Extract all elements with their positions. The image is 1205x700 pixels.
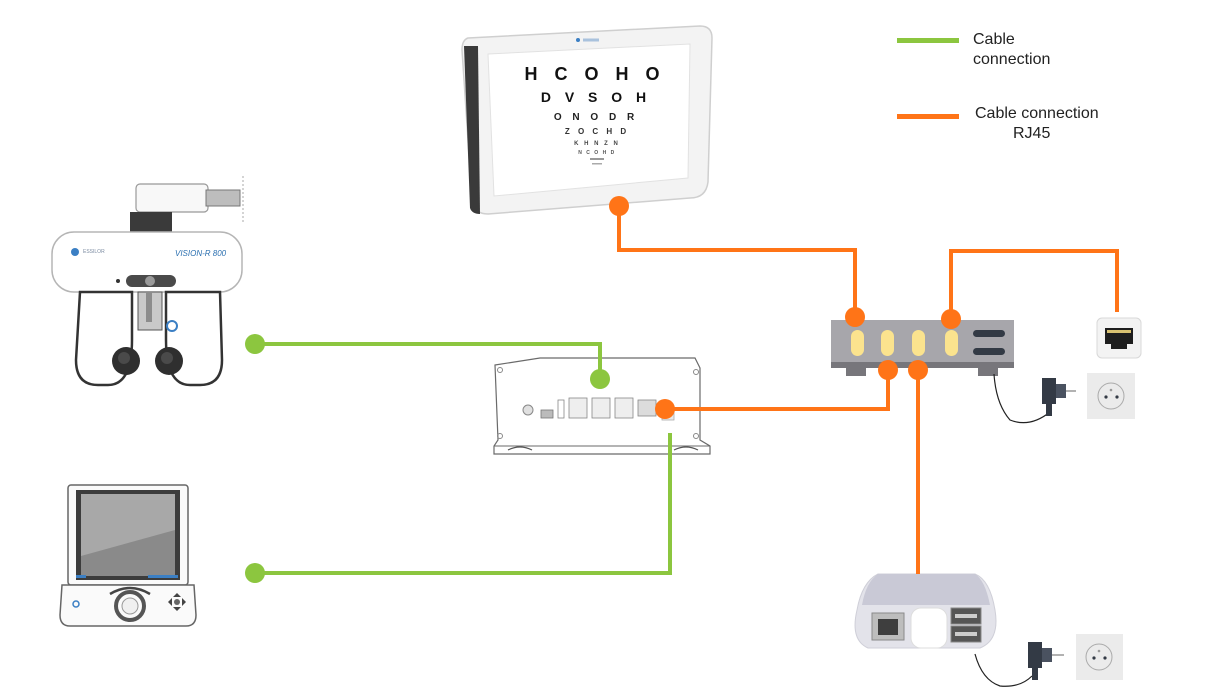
dpad-left-icon xyxy=(168,598,172,606)
eye-chart-monitor: H C O H O D V S O H O N O D R Z O C H D … xyxy=(461,25,713,215)
switch-port-led xyxy=(945,330,958,356)
legend-label-cable: Cable connection xyxy=(973,30,1050,70)
eye-chart-row: Z O C H D xyxy=(565,127,629,136)
switch-power-outlet xyxy=(1087,373,1135,419)
connector-dot xyxy=(655,399,675,419)
legend-swatch-rj45 xyxy=(897,114,959,119)
phoropter-brand: ESSILOR xyxy=(83,249,105,255)
switch-port-led xyxy=(881,330,894,356)
connector-dot xyxy=(245,563,265,583)
dpad-down-icon xyxy=(173,607,181,611)
switch-power-adapter xyxy=(993,373,1076,424)
cable-switch-to-mini-pc xyxy=(908,360,928,574)
mini-pc-power-outlet xyxy=(1076,634,1123,680)
cable-phoropter-to-control-box xyxy=(245,334,610,389)
cable-control-box-to-switch xyxy=(655,360,898,419)
visionix-logo-icon xyxy=(166,320,178,332)
eye-chart-row: K H N Z N xyxy=(574,141,620,147)
phoropter-model: VISION-R 800 xyxy=(175,249,227,258)
power-button-icon xyxy=(522,404,534,416)
mini-pc-power-adapter xyxy=(974,642,1064,687)
legend-label-rj45-line2: RJ45 xyxy=(1013,125,1051,142)
cable-tablet-to-control-box xyxy=(245,433,672,583)
legend-label-cable-line1: Cable xyxy=(973,31,1015,48)
eye-chart-row: D V S O H xyxy=(541,89,651,105)
eye-chart-row: H C O H O xyxy=(524,64,665,84)
connector-dot xyxy=(908,360,928,380)
connector-dot xyxy=(845,307,865,327)
connector-dot xyxy=(609,196,629,216)
switch-port-led xyxy=(851,330,864,356)
cable-monitor-to-switch xyxy=(609,196,865,327)
eye-chart-row: O N O D R xyxy=(554,112,638,123)
phoropter: ESSILOR VISION-R 800 xyxy=(51,176,244,387)
connector-dot xyxy=(941,309,961,329)
control-tablet xyxy=(59,484,197,627)
connector-dot xyxy=(245,334,265,354)
legend-label-cable-line2: connection xyxy=(973,51,1051,68)
legend-label-rj45: Cable connection RJ45 xyxy=(975,104,1099,144)
eye-chart-row: N C O H D xyxy=(578,150,615,156)
rj45-port-icon xyxy=(637,399,657,417)
legend-swatch-cable xyxy=(897,38,959,43)
switch-port-led xyxy=(912,330,925,356)
mini-pc xyxy=(854,573,997,649)
brand-logo-icon xyxy=(576,38,580,42)
cable-switch-to-wall-rj45 xyxy=(941,249,1119,329)
legend-label-rj45-line1: Cable connection xyxy=(975,105,1099,122)
essilor-logo-icon xyxy=(71,248,79,256)
wall-rj45-socket xyxy=(1096,317,1142,359)
dpad-right-icon xyxy=(182,598,186,606)
dpad-up-icon xyxy=(173,593,181,597)
connector-dot xyxy=(590,369,610,389)
connector-dot xyxy=(878,360,898,380)
